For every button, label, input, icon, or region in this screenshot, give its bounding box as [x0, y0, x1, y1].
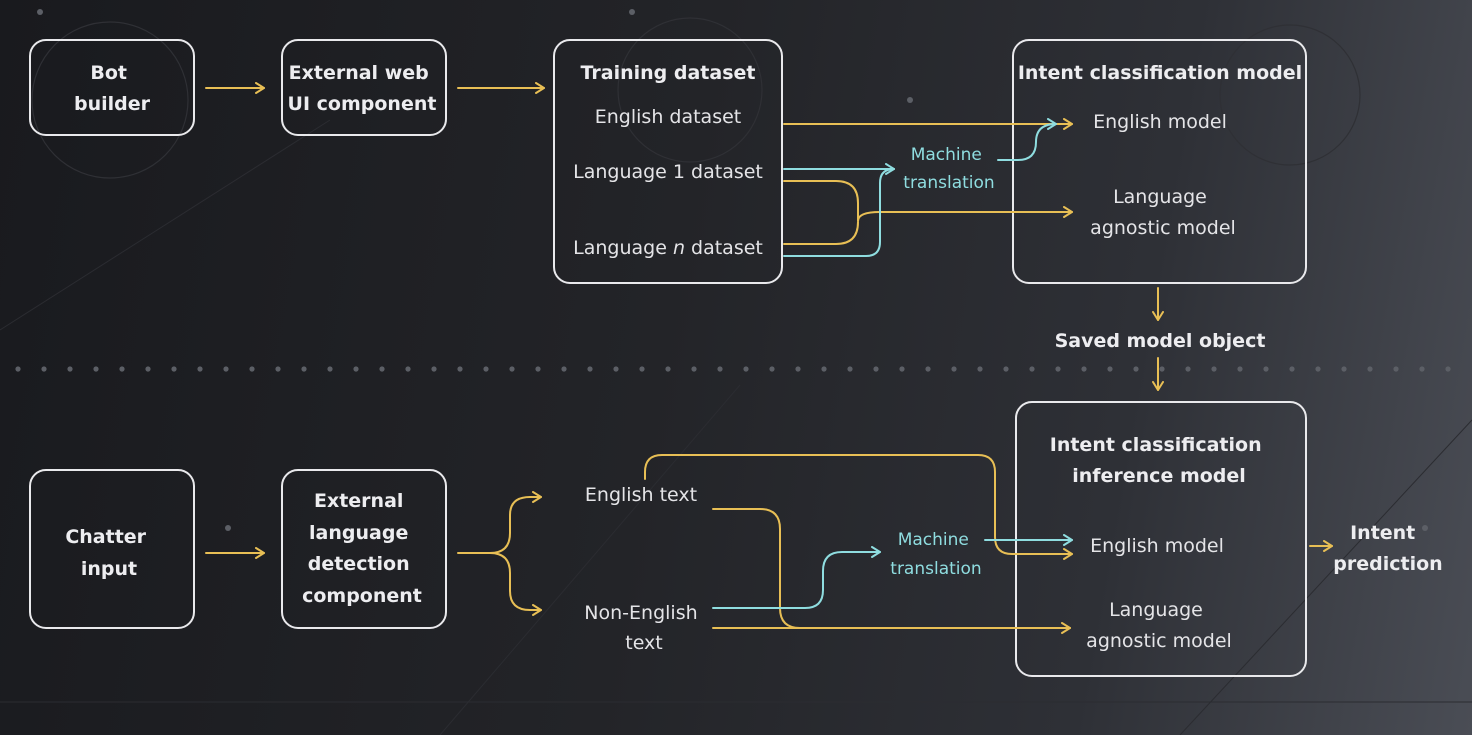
machine-translation-bottom-label: Machine translation	[890, 530, 981, 579]
divider-dot	[509, 366, 515, 372]
external-web-ui-label: External web UI component	[288, 62, 437, 115]
divider-dot	[951, 366, 957, 372]
divider-dot	[1185, 366, 1191, 372]
arrow-english-text-to-agnostic-model	[712, 508, 1071, 634]
divider-dot	[925, 366, 931, 372]
intent-model-title: Intent classification model	[1018, 62, 1302, 84]
arrow-detection-to-non-english-text	[489, 552, 542, 616]
divider-dot	[1237, 366, 1243, 372]
divider-dot	[613, 366, 619, 372]
divider-dot	[1211, 366, 1217, 372]
arrow-languagen-to-translation	[783, 168, 895, 257]
languagen-dataset-label: Language n dataset	[573, 237, 763, 259]
divider-dot	[301, 366, 307, 372]
language-detection-box	[281, 469, 447, 629]
divider-dot	[639, 366, 645, 372]
divider-dot	[1289, 366, 1295, 372]
divider-dot	[457, 366, 463, 372]
external-web-ui-box	[281, 39, 447, 136]
language-detection-label: External language detection component	[302, 490, 422, 607]
arrow-detection-to-english-text	[457, 491, 542, 554]
divider-dot	[197, 366, 203, 372]
divider-dot	[1393, 366, 1399, 372]
arrow-non-english-to-translation	[712, 546, 881, 609]
divider-dot	[171, 366, 177, 372]
divider-dot	[223, 366, 229, 372]
divider-dot	[535, 366, 541, 372]
intent-model-box	[1012, 39, 1307, 284]
agnostic-model-bottom-label: Language agnostic model	[1086, 599, 1232, 652]
divider-dot	[1003, 366, 1009, 372]
divider-dot	[1315, 366, 1321, 372]
divider-dot	[1159, 366, 1165, 372]
background-decoration	[0, 9, 1472, 735]
divider-dot	[691, 366, 697, 372]
divider-dot	[821, 366, 827, 372]
machine-translation-top-label: Machine translation	[903, 145, 994, 193]
arrow-translation-to-english-model	[997, 118, 1057, 161]
divider-dot	[717, 366, 723, 372]
english-model-top-label: English model	[1093, 111, 1227, 133]
bot-builder-label: Bot builder	[74, 62, 151, 115]
divider-dot	[769, 366, 775, 372]
divider-dot	[483, 366, 489, 372]
divider-dot	[1029, 366, 1035, 372]
divider-dot	[1367, 366, 1373, 372]
divider-dot	[743, 366, 749, 372]
divider-dot	[1081, 366, 1087, 372]
english-text-label: English text	[585, 484, 697, 506]
saved-model-label: Saved model object	[1055, 330, 1266, 352]
divider-dot	[15, 366, 21, 372]
divider-dot	[665, 366, 671, 372]
divider-dot	[1419, 366, 1425, 372]
training-dataset-box	[553, 39, 783, 284]
divider-dot	[561, 366, 567, 372]
divider-dot	[1107, 366, 1113, 372]
divider-dot	[1133, 366, 1139, 372]
divider-dot	[1263, 366, 1269, 372]
training-dataset-title: Training dataset	[581, 62, 756, 84]
divider-dot	[119, 366, 125, 372]
divider-dot	[93, 366, 99, 372]
non-english-text-label: Non-English text	[584, 602, 703, 654]
divider-dot	[795, 366, 801, 372]
section-divider	[15, 366, 1451, 372]
divider-dot	[275, 366, 281, 372]
divider-dot	[353, 366, 359, 372]
divider-dot	[249, 366, 255, 372]
divider-dot	[1445, 366, 1451, 372]
agnostic-model-top-label: Language agnostic model	[1090, 186, 1236, 239]
divider-dot	[41, 366, 47, 372]
english-dataset-label: English dataset	[595, 106, 741, 128]
language1-dataset-label: Language 1 dataset	[573, 161, 763, 183]
bot-builder-box	[29, 39, 195, 136]
divider-dot	[587, 366, 593, 372]
divider-dot	[431, 366, 437, 372]
chatter-input-label: Chatter input	[65, 526, 152, 580]
inference-model-title: Intent classification inference model	[1050, 434, 1268, 487]
divider-dot	[145, 366, 151, 372]
divider-dot	[67, 366, 73, 372]
divider-dot	[1055, 366, 1061, 372]
divider-dot	[379, 366, 385, 372]
intent-prediction-label: Intent prediction	[1333, 522, 1442, 575]
chatter-input-box	[29, 469, 195, 629]
divider-dot	[873, 366, 879, 372]
divider-dot	[1341, 366, 1347, 372]
divider-dot	[977, 366, 983, 372]
arrow-language1-to-agnostic	[783, 180, 1073, 222]
divider-dot	[847, 366, 853, 372]
arrow-languagen-to-agnostic	[783, 221, 859, 245]
divider-dot	[899, 366, 905, 372]
english-model-bottom-label: English model	[1090, 535, 1224, 557]
divider-dot	[327, 366, 333, 372]
divider-dot	[405, 366, 411, 372]
arrow-english-text-to-english-model	[644, 454, 1073, 560]
